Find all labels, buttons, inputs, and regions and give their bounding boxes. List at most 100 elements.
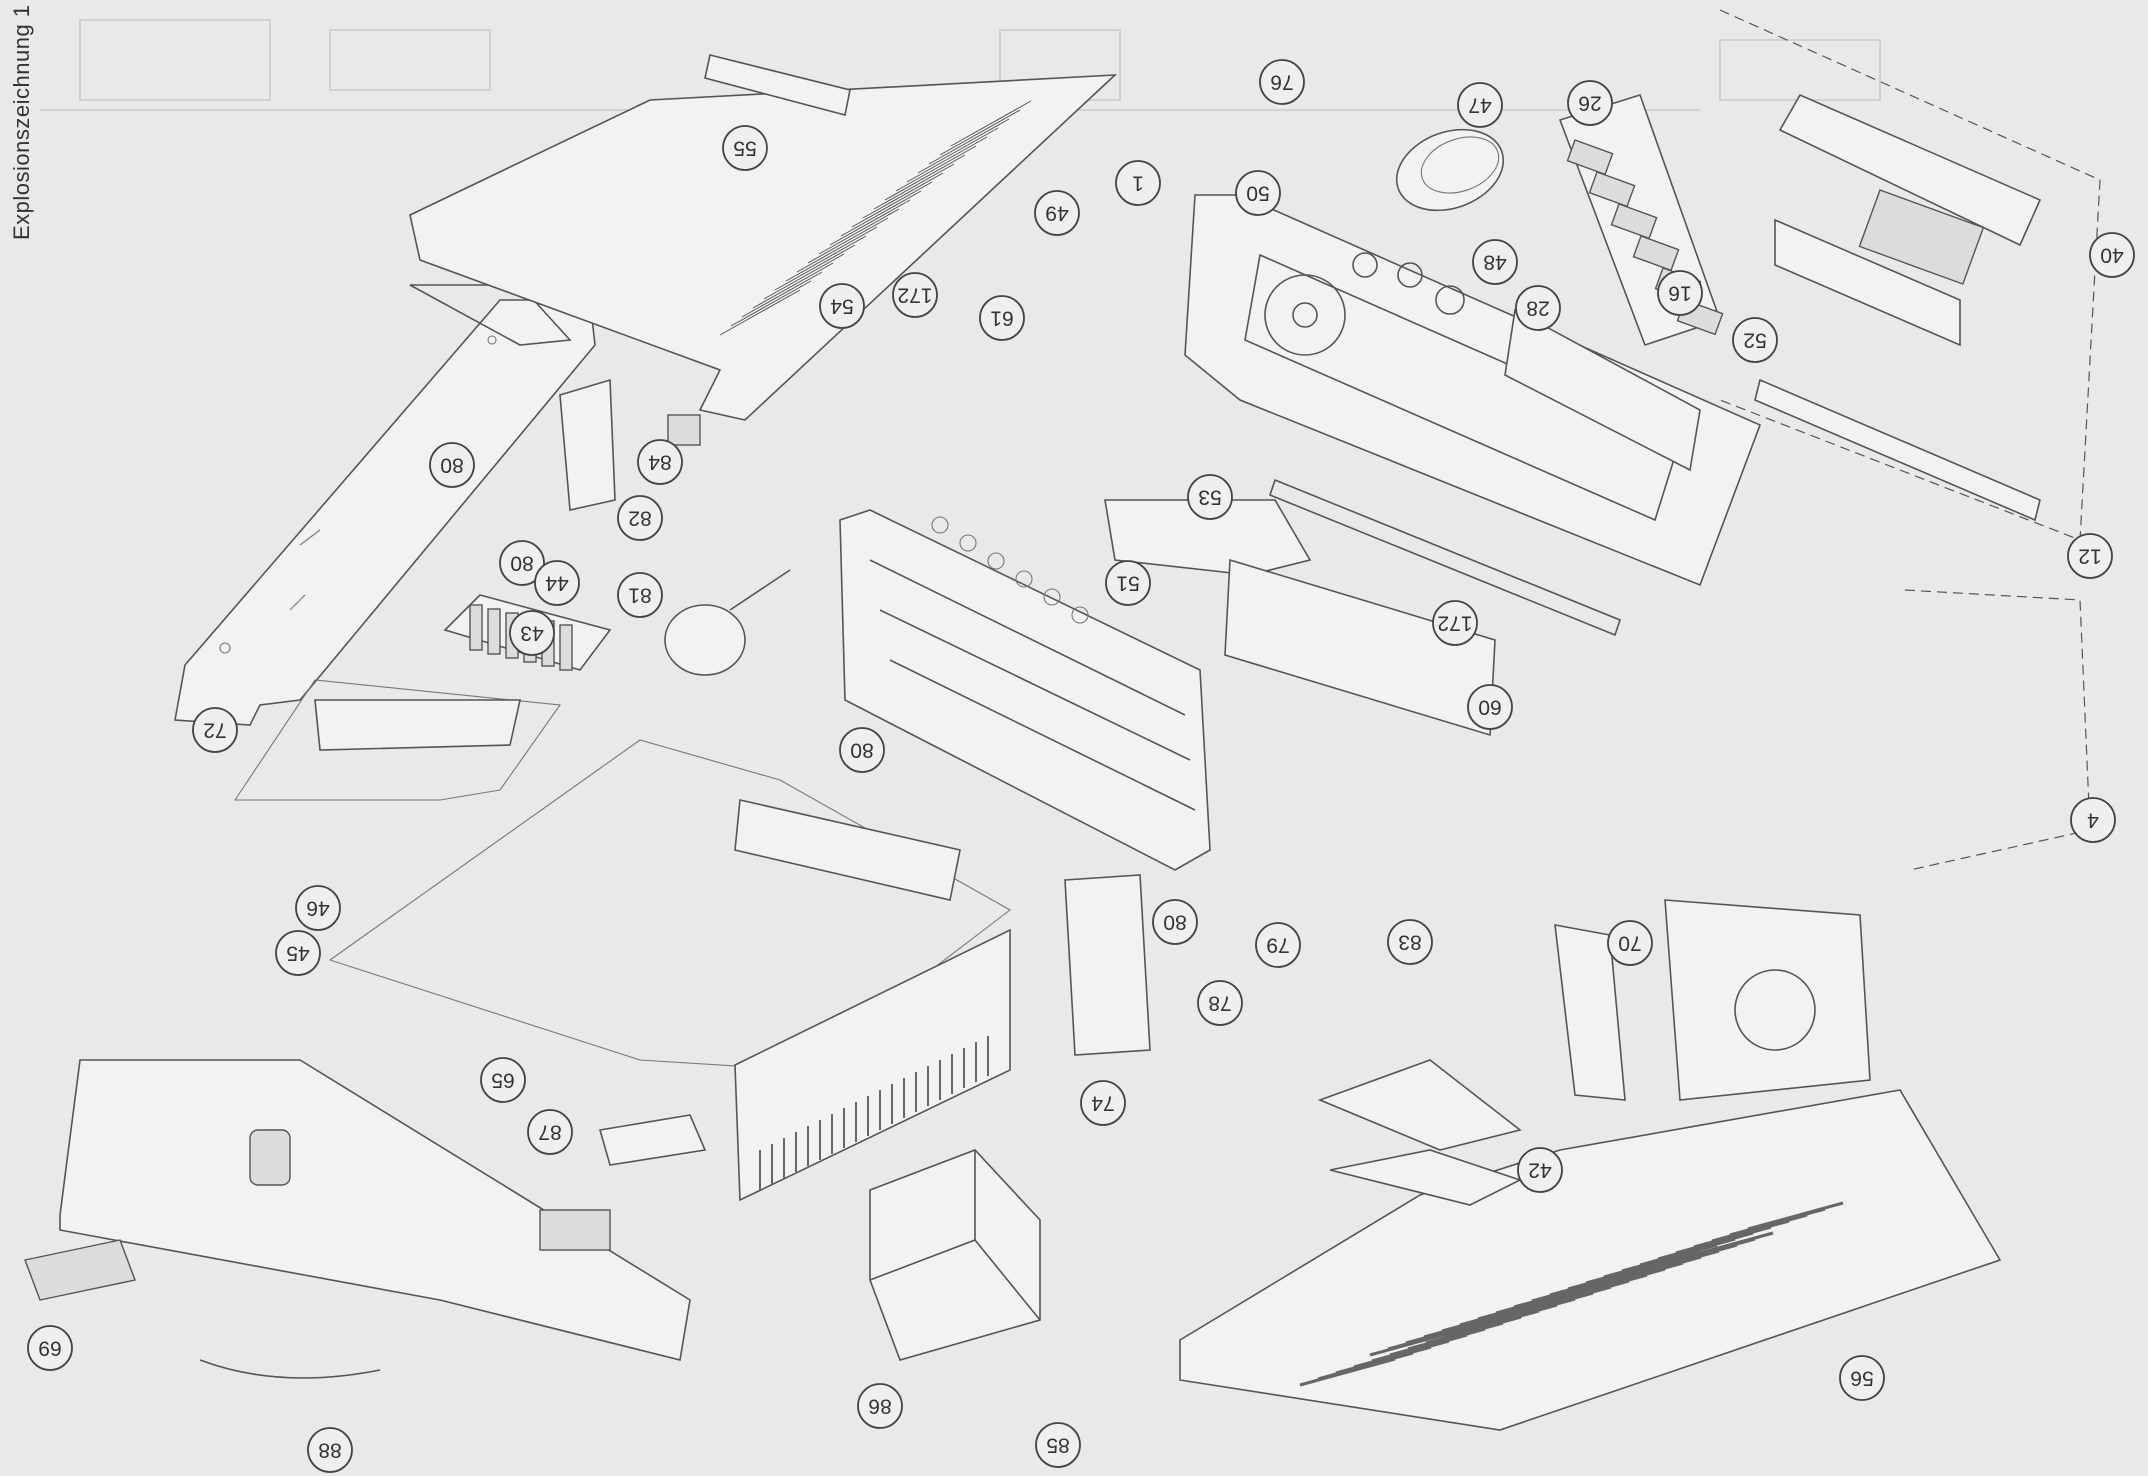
callout-circle [1467, 684, 1513, 730]
right-panel-outline [1904, 589, 2091, 871]
callout-circle [307, 1427, 353, 1473]
connector-69 [24, 1239, 136, 1301]
rear-panel [59, 1059, 691, 1361]
callout-c42: 42 [1517, 1147, 1563, 1193]
callout-c80c: 80 [839, 727, 885, 773]
callout-circle [1259, 59, 1305, 105]
callout-c80b: 80 [499, 540, 545, 586]
callout-number: 45 [286, 942, 309, 965]
callout-c69: 69 [27, 1325, 73, 1371]
callout-c46: 46 [295, 885, 341, 931]
callout-circle [480, 1057, 526, 1103]
callout-number: 40 [2100, 244, 2123, 267]
callout-c60: 60 [1467, 684, 1513, 730]
bracket-42 [1317, 1059, 1523, 1206]
callout-c78: 78 [1197, 980, 1243, 1026]
callout-circle [1839, 1355, 1885, 1401]
callout-number: 80 [1163, 911, 1186, 934]
callout-number: 172 [1437, 612, 1472, 635]
bottom-plate-56 [1179, 1089, 2002, 1431]
callout-circle [617, 495, 663, 541]
callout-circle [1432, 600, 1478, 646]
callout-circle [2089, 232, 2135, 278]
callout-c172a: 172 [892, 272, 938, 318]
callout-number: 54 [830, 295, 854, 318]
callout-circle [2070, 797, 2116, 843]
callout-number: 26 [1578, 92, 1601, 115]
callout-number: 81 [628, 584, 651, 607]
terminal-87 [598, 1114, 707, 1166]
callout-number: 43 [520, 622, 543, 645]
callout-number: 79 [1266, 934, 1289, 957]
callout-c12: 12 [2067, 533, 2113, 579]
callout-number: 80 [440, 454, 463, 477]
callout-c26: 26 [1567, 80, 1613, 126]
callout-circle [1235, 170, 1281, 216]
part-55-strip [704, 54, 851, 116]
callout-circle [1152, 899, 1198, 945]
chassis-side-rail [174, 284, 596, 726]
callout-c55: 55 [722, 125, 768, 171]
callout-circle [275, 930, 321, 976]
transformer-86 [869, 1149, 1041, 1361]
callout-number: 69 [38, 1337, 61, 1360]
callout-number: 42 [1528, 1159, 1551, 1182]
callout-circle [527, 1109, 573, 1155]
callout-c86: 86 [857, 1383, 903, 1429]
callout-number: 88 [318, 1439, 341, 1462]
callout-c47: 47 [1457, 82, 1503, 128]
callout-number: 4 [2087, 809, 2099, 832]
callout-c80a: 80 [429, 442, 475, 488]
callout-number: 53 [1198, 486, 1221, 509]
callout-circle [429, 442, 475, 488]
callout-number: 65 [491, 1069, 514, 1092]
callout-circle [1105, 560, 1151, 606]
callout-c80d: 80 [1152, 899, 1198, 945]
callout-circle [857, 1383, 903, 1429]
callout-circle [1567, 80, 1613, 126]
callout-number: 80 [510, 552, 533, 575]
callout-number: 16 [1668, 282, 1691, 305]
callout-circle [1255, 922, 1301, 968]
callout-c4: 4 [2070, 797, 2116, 843]
callout-c84: 84 [637, 439, 683, 485]
callout-number: 50 [1246, 182, 1269, 205]
callout-number: 52 [1743, 329, 1766, 352]
callout-circle [534, 560, 580, 606]
callout-circle [1080, 1080, 1126, 1126]
callout-circle [1035, 1422, 1081, 1468]
callout-circle [722, 125, 768, 171]
callout-circle [2067, 533, 2113, 579]
callout-c28: 28 [1515, 285, 1561, 331]
callout-number: 1 [1132, 172, 1144, 195]
callout-number: 78 [1208, 992, 1231, 1015]
callout-circle [1197, 980, 1243, 1026]
callout-c45: 45 [275, 930, 321, 976]
callout-c40: 40 [2089, 232, 2135, 278]
callout-number: 74 [1091, 1092, 1115, 1115]
callout-c81: 81 [617, 572, 663, 618]
callout-number: 48 [1483, 251, 1506, 274]
callout-c43: 43 [509, 610, 555, 656]
callout-circle [192, 707, 238, 753]
callout-c72: 72 [192, 707, 238, 753]
callout-c16: 16 [1657, 270, 1703, 316]
callout-circle [979, 295, 1025, 341]
callout-circle [1517, 1147, 1563, 1193]
callout-number: 80 [850, 739, 873, 762]
input-board [1224, 558, 1496, 737]
knob-81 [664, 569, 791, 676]
callout-circle [1515, 285, 1561, 331]
callout-circle [1187, 474, 1233, 520]
callout-number: 12 [2078, 545, 2101, 568]
callout-number: 85 [1046, 1434, 1069, 1457]
callout-number: 70 [1618, 932, 1641, 955]
callout-number: 76 [1270, 71, 1293, 94]
callout-c56: 56 [1839, 1355, 1885, 1401]
callout-c44: 44 [534, 560, 580, 606]
callout-number: 55 [733, 137, 756, 160]
callout-number: 28 [1526, 297, 1549, 320]
board-72 [233, 679, 561, 801]
